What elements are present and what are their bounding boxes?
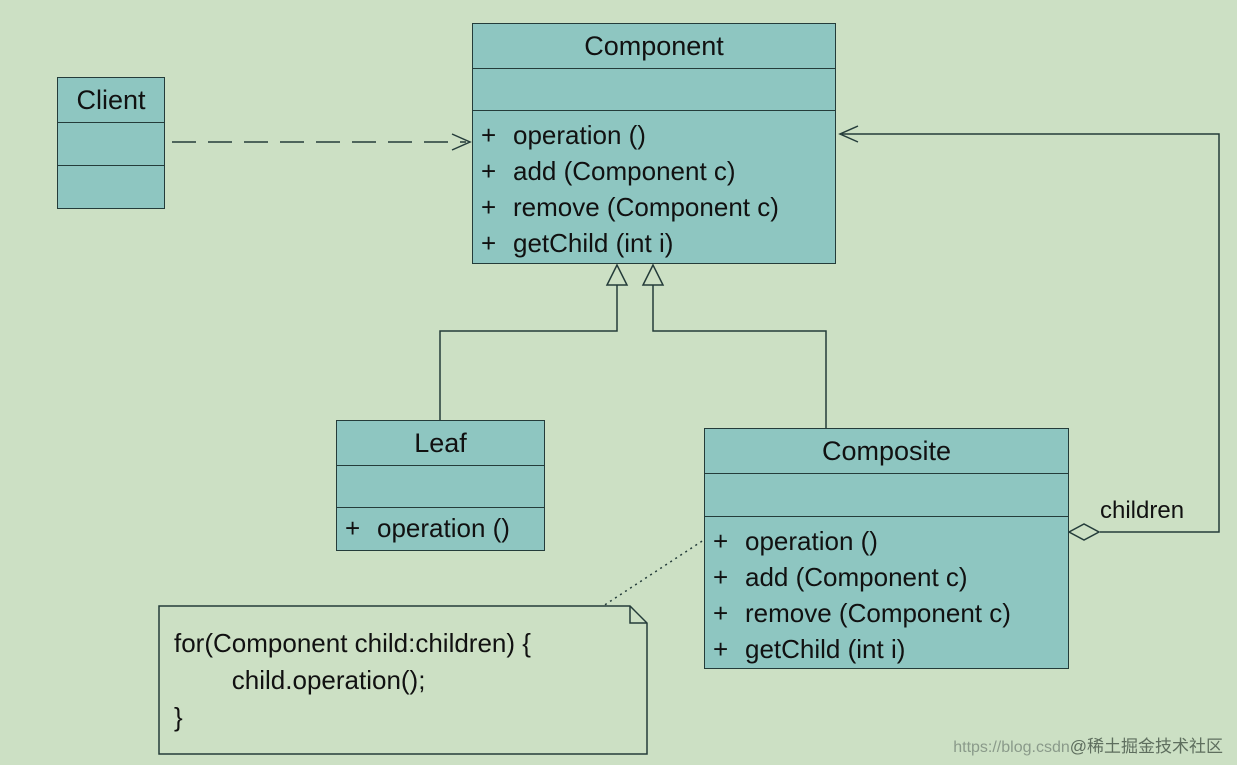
dependency-arrowhead (451, 133, 472, 151)
component-operations: +operation () +add (Component c) +remove… (473, 111, 835, 261)
note-line: } (174, 702, 183, 732)
composite-operation-item: +getChild (int i) (713, 634, 906, 664)
composite-class[interactable]: Composite +operation () +add (Component … (704, 428, 1069, 669)
component-operation-item: +getChild (int i) (481, 228, 674, 258)
note-text: for(Component child:children) { child.op… (174, 625, 531, 736)
component-attributes (473, 69, 835, 111)
component-operation-item: +add (Component c) (481, 156, 736, 186)
composite-class-name: Composite (705, 429, 1068, 474)
leaf-operations: +operation () (337, 508, 544, 546)
watermark: https://blog.csdn@稀土掘金技术社区 (953, 732, 1223, 757)
children-role-label: children (1100, 497, 1185, 524)
watermark-url: https://blog.csdn (953, 739, 1070, 756)
note-anchor-line (599, 531, 717, 609)
composite-operation-item: +operation () (713, 526, 878, 556)
composite-operations: +operation () +add (Component c) +remove… (705, 517, 1068, 667)
watermark-brand: @稀土掘金技术社区 (1069, 737, 1223, 756)
code-note[interactable]: for(Component child:children) { child.op… (158, 605, 648, 755)
composite-generalization-arrowhead (641, 263, 665, 286)
aggregation-line (842, 133, 1220, 533)
component-operation-item: +operation () (481, 120, 646, 150)
client-attributes (58, 123, 164, 166)
component-class-name: Component (473, 24, 835, 69)
client-class[interactable]: Client (57, 77, 165, 209)
aggregation-diamond (1067, 523, 1101, 541)
composite-operation-item: +add (Component c) (713, 562, 968, 592)
leaf-operation-item: +operation () (345, 513, 510, 543)
composite-generalization-line (652, 284, 827, 428)
aggregation-arrowhead (838, 125, 859, 143)
note-line: child.operation(); (174, 665, 426, 695)
component-class[interactable]: Component +operation () +add (Component … (472, 23, 836, 264)
leaf-class[interactable]: Leaf +operation () (336, 420, 545, 551)
component-operation-item: +remove (Component c) (481, 192, 779, 222)
leaf-generalization-arrowhead (605, 263, 629, 286)
leaf-class-name: Leaf (337, 421, 544, 466)
note-line: for(Component child:children) { (174, 628, 531, 658)
composite-operation-item: +remove (Component c) (713, 598, 1011, 628)
leaf-generalization-line (439, 284, 618, 420)
leaf-attributes (337, 466, 544, 508)
note-shape (158, 605, 648, 755)
composite-attributes (705, 474, 1068, 517)
client-class-name: Client (58, 78, 164, 123)
